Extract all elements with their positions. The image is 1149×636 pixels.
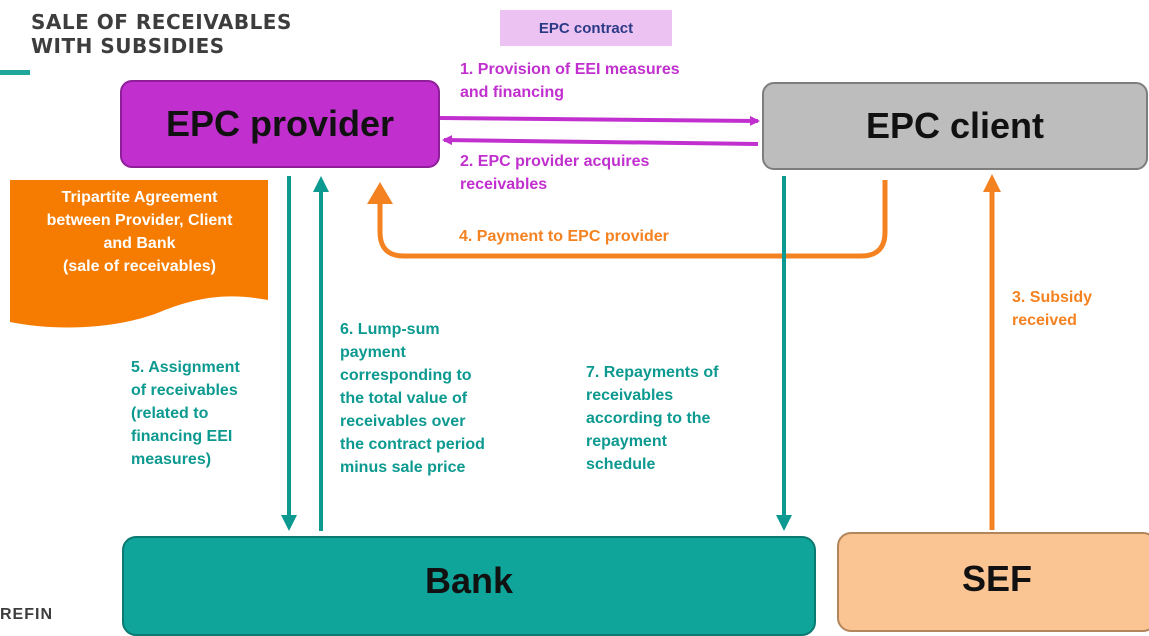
step-7-label: 7. Repayments of receivables according t… (586, 364, 719, 473)
node-epc-client: EPC client (762, 82, 1148, 170)
arrow-acquire-receivables (442, 135, 759, 146)
step-4-label: 4. Payment to EPC provider (459, 228, 669, 245)
arrowhead-lump-sum (313, 176, 329, 192)
node-epc-client-label: EPC client (865, 105, 1045, 146)
arrowhead-payment-to-provider (367, 182, 393, 204)
step-1-label: 1. Provision of EEI measures and financi… (460, 61, 680, 101)
page-title: SALE OF RECEIVABLES WITH SUBSIDIES (31, 10, 292, 58)
step-3-label: 3. Subsidy received (1012, 289, 1093, 329)
step-2-label: 2. EPC provider acquires receivables (460, 153, 650, 193)
arrowhead-assignment (281, 515, 297, 531)
arrow-payment-to-provider (377, 180, 888, 259)
node-bank: Bank (122, 536, 816, 636)
title-accent-bar (0, 70, 30, 75)
step-5-label: 5. Assignment of receivables (related to… (131, 359, 240, 468)
arrow-provision (439, 115, 760, 126)
node-epc-provider-label: EPC provider (165, 103, 395, 144)
node-bank-label: Bank (424, 560, 514, 601)
epc-contract-tag: EPC contract (500, 10, 672, 46)
tripartite-agreement-shape (10, 180, 268, 328)
refin-logo: REFIN (0, 606, 53, 623)
step-6-label: 6. Lump-sum payment corresponding to the… (340, 321, 485, 476)
node-sef-label: SEF (961, 558, 1032, 599)
arrowhead-repayments (776, 515, 792, 531)
diagram-arrows (10, 115, 1001, 531)
epc-contract-label: EPC contract (538, 19, 634, 37)
tripartite-agreement-text: Tripartite Agreement between Provider, C… (46, 189, 233, 275)
node-sef: SEF (837, 532, 1149, 632)
node-epc-provider: EPC provider (120, 80, 440, 168)
arrowhead-subsidy (983, 174, 1001, 192)
